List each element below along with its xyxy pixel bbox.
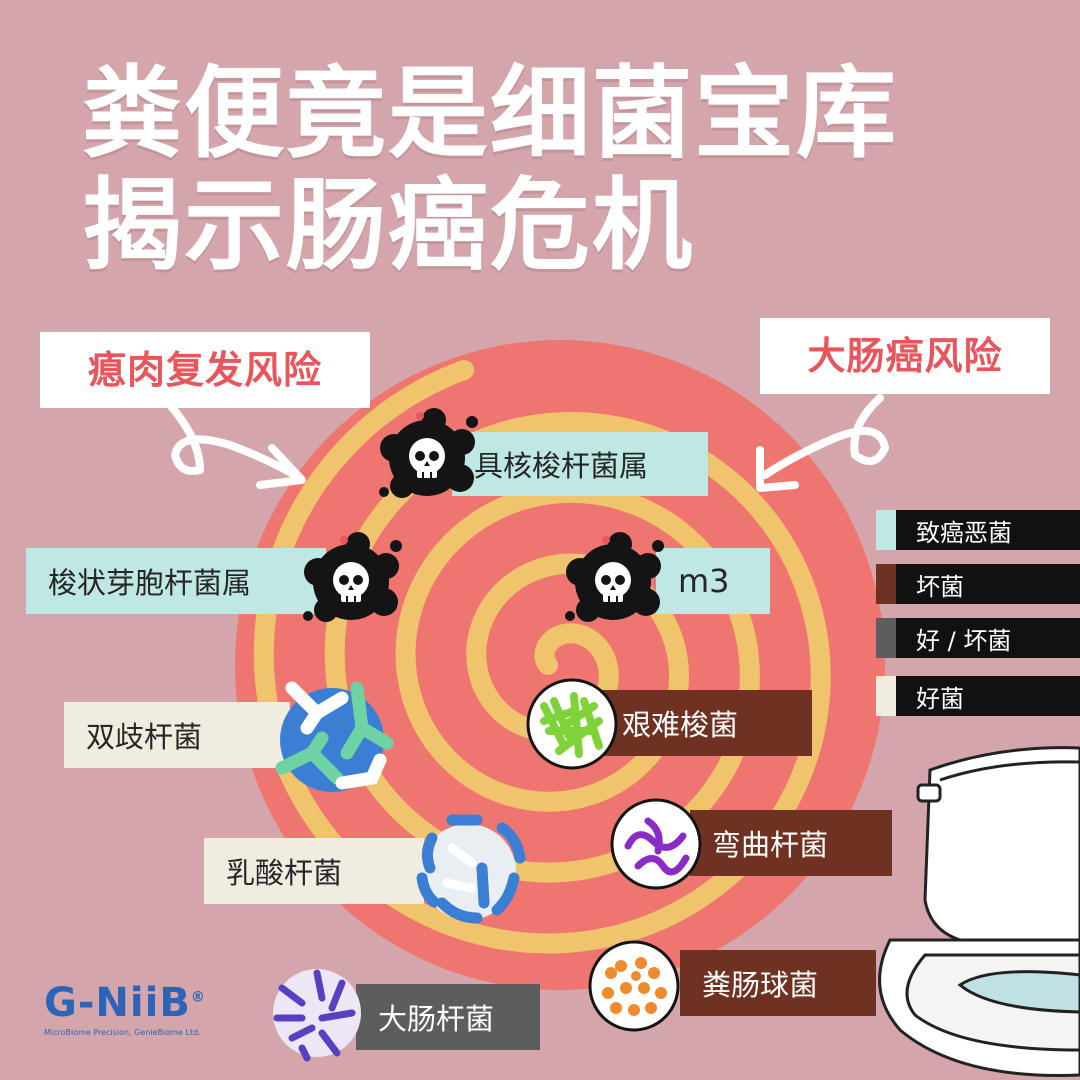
label-e-coli: 大肠杆菌: [356, 984, 540, 1050]
title-line-2: 揭示肠癌危机: [82, 167, 694, 284]
label-fusobacterium: 具核梭杆菌属: [452, 432, 708, 496]
page-title: 粪便竟是细菌宝库 揭示肠癌危机: [82, 58, 898, 282]
m3-skull-icon: [564, 531, 665, 623]
c-difficile-icon: [526, 678, 618, 770]
legend-item-bad: 坏菌: [876, 564, 1080, 604]
colorectal-cancer-risk-label: 大肠癌风险: [760, 318, 1050, 394]
bifidobacterium-icon: [275, 681, 394, 792]
legend-label: 好菌: [916, 684, 964, 713]
legend-swatch: [876, 618, 896, 658]
label-m3: m3: [656, 548, 770, 614]
legend-item-good: 好菌: [876, 676, 1080, 716]
title-line-1: 粪便竟是细菌宝库: [82, 55, 898, 172]
g-niib-logo: G-NiiB® MicroBiome Precision, GenieBiome…: [44, 980, 224, 1037]
legend-label: 坏菌: [916, 572, 964, 601]
logo-text: G-NiiB: [44, 980, 191, 1026]
legend-swatch: [876, 676, 896, 716]
label-bifidobacterium: 双歧杆菌: [64, 702, 290, 768]
legend-item-carcinogenic: 致癌恶菌: [876, 510, 1080, 550]
label-c-difficile: 艰难梭菌: [600, 690, 812, 756]
enterococcus-icon: [588, 940, 680, 1032]
logo-mark: G-NiiB®: [44, 980, 224, 1026]
legend-swatch: [876, 564, 896, 604]
campylobacter-icon: [610, 798, 702, 890]
label-campylobacter: 弯曲杆菌: [690, 810, 892, 876]
e-coli-icon: [273, 969, 361, 1062]
logo-tagline: MicroBiome Precision, GenieBiome Ltd.: [44, 1028, 201, 1037]
polyp-recurrence-risk-label: 瘜肉复发风险: [40, 332, 370, 408]
label-enterococcus: 粪肠球菌: [680, 950, 876, 1016]
legend-item-good-bad: 好 / 坏菌: [876, 618, 1080, 658]
toilet-illustration: [878, 746, 1080, 1077]
logo-registered: ®: [190, 989, 206, 1006]
lactobacillus-icon: [416, 814, 526, 924]
legend-swatch: [876, 510, 896, 550]
legend-label: 好 / 坏菌: [916, 626, 1012, 655]
legend-label: 致癌恶菌: [916, 518, 1012, 547]
fusobacterium-skull-icon: [378, 407, 479, 499]
clostridium-skull-icon: [302, 531, 403, 623]
label-clostridium: 梭状芽胞杆菌属: [26, 548, 326, 614]
label-lactobacillus: 乳酸杆菌: [204, 838, 424, 904]
